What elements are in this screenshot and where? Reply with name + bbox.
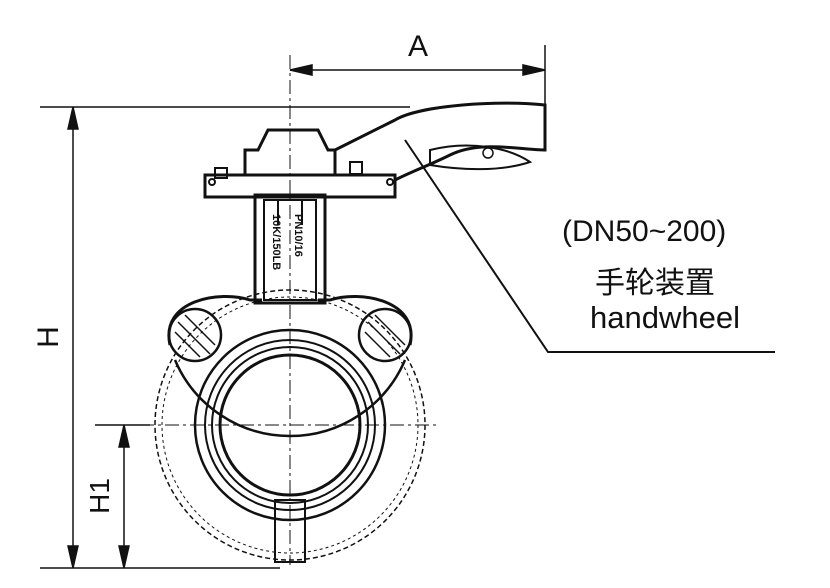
- callout-chinese: 手轮装置: [595, 266, 715, 301]
- neck-marking-2: PN10/16: [292, 214, 304, 257]
- dimension-a-label: A: [408, 30, 429, 63]
- mounting-lugs: [167, 307, 413, 363]
- centerlines: [140, 55, 440, 565]
- callout-english: handwheel: [590, 300, 740, 335]
- dimension-a: [289, 45, 546, 150]
- top-plate: [203, 161, 397, 199]
- callout-range: (DN50~200): [562, 215, 727, 248]
- dimension-h: [40, 106, 410, 569]
- valve-neck: [253, 193, 327, 305]
- handle-lever: [243, 101, 547, 183]
- dimension-h-label: H: [31, 326, 65, 348]
- dimension-h1-label: H1: [83, 478, 115, 514]
- callout-leader-line: [404, 139, 775, 353]
- neck-marking-1: 10K/150LB: [270, 214, 282, 271]
- dimension-h1: [95, 424, 150, 569]
